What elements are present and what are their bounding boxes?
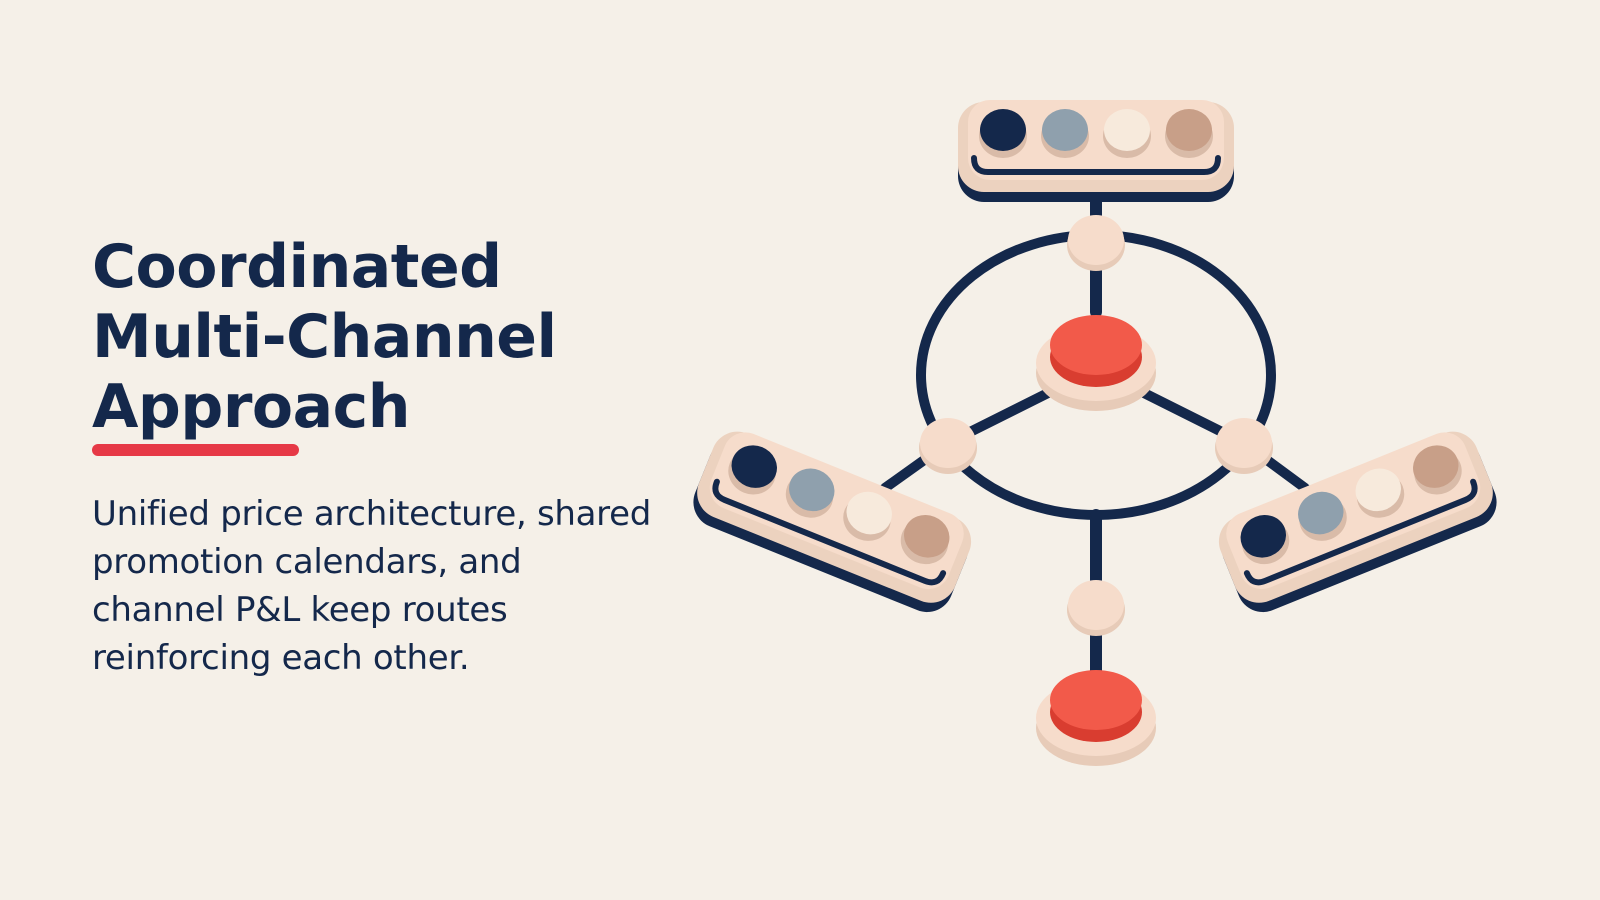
channel-tray-right-swatch-4 (1413, 445, 1459, 488)
junction-left-top (920, 418, 976, 468)
title-line-2: Multi-Channel (92, 302, 557, 372)
junction-bottom (1067, 580, 1125, 636)
title-accent-underline (92, 444, 299, 456)
junction-bottom-top (1068, 580, 1124, 630)
channel-tray-right-swatch-1 (1240, 515, 1287, 558)
junction-right-top (1216, 418, 1272, 468)
slide-title: Coordinated Multi-Channel Approach (92, 232, 672, 442)
hub-nodes (919, 215, 1273, 766)
junction-left (919, 418, 977, 474)
channel-tray-top-rail (971, 155, 1221, 175)
channel-tray-top (958, 100, 1234, 202)
junction-top-top (1068, 215, 1124, 265)
hub-bottom-button (1050, 670, 1142, 730)
slide-body-text: Unified price architecture, shared promo… (92, 490, 672, 682)
channel-tray-right (1218, 431, 1497, 613)
body-line-1: Unified price architecture, shared (92, 494, 652, 534)
channel-tray-left (693, 431, 972, 613)
channel-tray-top-swatch-4 (1166, 109, 1212, 151)
hub-bottom (1036, 670, 1156, 766)
body-line-4: reinforcing each other. (92, 638, 470, 678)
channel-tray-left-rail (712, 478, 947, 586)
channel-trays (693, 100, 1497, 613)
channel-tray-top-swatch-2 (1042, 109, 1088, 151)
channel-network-diagram-icon (690, 95, 1520, 805)
channel-tray-left-swatch-2 (789, 468, 835, 512)
junction-right (1215, 418, 1273, 474)
title-line-3: Approach (92, 372, 410, 442)
channel-tray-left-swatch-3 (846, 491, 892, 535)
title-line-1: Coordinated (92, 232, 502, 302)
junction-top (1067, 215, 1125, 271)
channel-tray-top-swatch-1 (980, 109, 1026, 151)
channel-tray-top-swatch-3 (1104, 109, 1150, 151)
channel-tray-left-swatch-4 (903, 515, 950, 558)
hub-center (1036, 315, 1156, 411)
channel-tray-right-rail (1243, 478, 1478, 586)
body-line-3: channel P&L keep routes (92, 590, 508, 630)
body-line-2: promotion calendars, and (92, 542, 522, 582)
text-block: Coordinated Multi-Channel Approach Unifi… (92, 232, 672, 682)
channel-tray-top-top (968, 100, 1224, 180)
channel-tray-right-swatch-3 (1355, 468, 1401, 512)
channel-tray-left-swatch-1 (731, 445, 777, 488)
hub-center-button (1050, 315, 1142, 375)
channel-tray-right-swatch-2 (1298, 491, 1344, 535)
